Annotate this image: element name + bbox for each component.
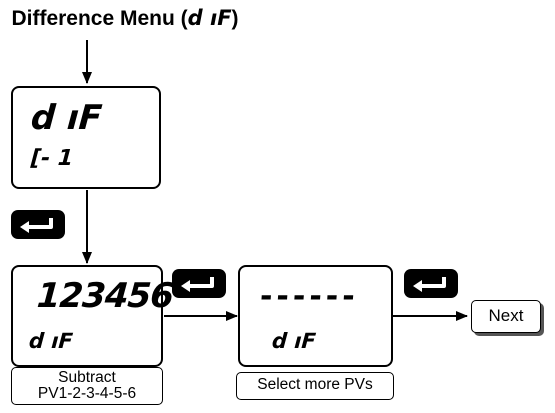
menu-display-line2: [- 1 xyxy=(30,146,75,171)
next-button[interactable]: Next xyxy=(471,300,541,333)
diagram-title: Difference Menu (d ıF) xyxy=(0,6,250,31)
enter-key-icon[interactable] xyxy=(404,269,458,298)
subtract-caption: Subtract PV1-2-3-4-5-6 xyxy=(11,367,163,405)
title-text: Difference Menu ( xyxy=(11,7,188,30)
title-code: d ıF xyxy=(187,6,232,30)
enter-key-icon[interactable] xyxy=(11,210,65,239)
subtract-caption-line2: PV1-2-3-4-5-6 xyxy=(37,385,137,402)
more-display-line1: ------ xyxy=(258,279,360,314)
subtract-caption-line1: Subtract xyxy=(58,369,116,386)
next-label: Next xyxy=(488,306,524,325)
menu-display-line1: d ıF xyxy=(29,98,104,138)
subtract-display-line2: d ıF xyxy=(28,329,74,353)
enter-key-icon[interactable] xyxy=(172,269,226,298)
more-display-line2: d ıF xyxy=(271,329,317,353)
subtract-display: 123456 d ıF xyxy=(11,265,174,367)
menu-display: d ıF [- 1 xyxy=(11,86,161,189)
more-caption: Select more PVs xyxy=(236,372,394,400)
subtract-display-line1: 123456 xyxy=(35,276,175,316)
more-caption-text: Select more PVs xyxy=(257,376,373,393)
title-close: ) xyxy=(231,7,239,30)
more-display: ------ d ıF xyxy=(238,265,393,367)
